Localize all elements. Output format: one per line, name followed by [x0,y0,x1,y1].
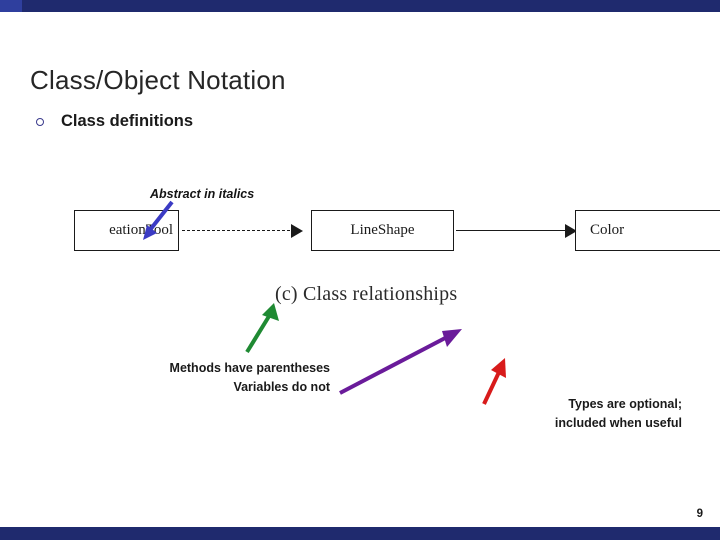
top-decoration-bar [0,0,720,12]
bottom-decoration-bar [0,527,720,540]
page-number: 9 [696,508,703,520]
annotation-types-line1: Types are optional; [568,397,682,411]
top-decoration-accent [0,0,22,12]
annotation-methods-note: Methods have parentheses Variables do no… [118,359,330,398]
annotation-abstract-in-italics: Abstract in italics [150,187,255,201]
annotation-types-note: Types are optional; included when useful [480,395,682,434]
bullet-item-label: Class definitions [61,112,194,130]
bullet-item-class-definitions: Class definitions [36,112,193,131]
uml-box-color: Color [575,210,720,251]
solid-connector-line [456,230,566,231]
diagram-caption: (c) Class relationships [275,283,458,305]
solid-connector-arrowhead-icon [565,224,577,238]
page-title: Class/Object Notation [30,65,286,96]
purple-arrow-icon [339,329,462,395]
dashed-connector-line [182,230,290,231]
bullet-circle-icon [36,117,44,126]
annotation-methods-line1: Methods have parentheses [169,361,330,375]
dashed-connector-arrowhead-icon [291,224,303,238]
uml-box-lineshape: LineShape [311,210,454,251]
annotation-types-line2: included when useful [554,416,682,431]
uml-box-creationtool: eationTool [74,210,179,251]
uml-diagram-image: eationTool LineShape Color (c) Class rel… [60,205,720,320]
annotation-methods-line2: Variables do not [233,380,330,395]
